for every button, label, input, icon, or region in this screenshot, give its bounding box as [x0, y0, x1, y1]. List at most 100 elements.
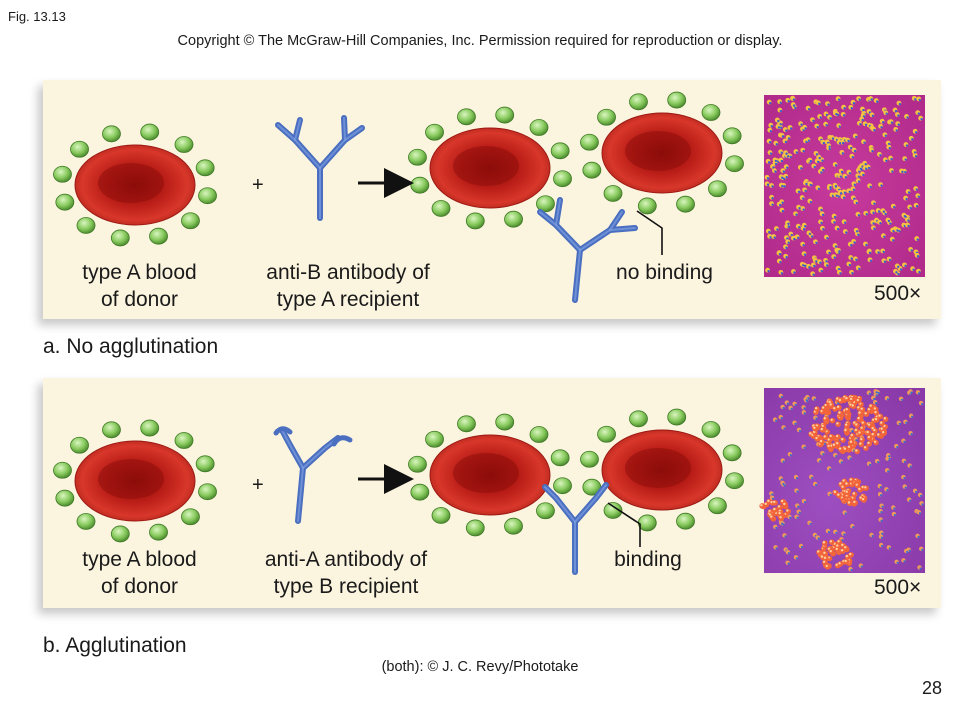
- antigen: [629, 410, 648, 428]
- donor-label-line1: type A blood: [82, 261, 197, 284]
- antibody-label: anti-B antibody of type A recipient: [248, 259, 448, 313]
- antigen: [410, 176, 430, 194]
- antigen: [70, 140, 89, 158]
- magnification-label: 500×: [874, 576, 922, 599]
- leader-line: [636, 210, 663, 255]
- antigen: [722, 127, 742, 145]
- antigen: [504, 210, 523, 228]
- antigen: [676, 195, 695, 213]
- antigen: [195, 455, 215, 473]
- antibody-label-line2: type B recipient: [273, 575, 419, 598]
- antigen: [195, 159, 215, 177]
- antigen: [676, 512, 695, 530]
- antigen: [550, 142, 570, 160]
- antigen: [553, 477, 572, 495]
- antigen: [425, 430, 444, 448]
- antigen: [425, 123, 444, 141]
- antigen: [597, 108, 616, 126]
- antigen: [140, 123, 160, 141]
- antigen: [553, 170, 572, 188]
- antigen: [582, 161, 602, 179]
- antigen: [580, 133, 599, 151]
- antigen: [76, 217, 96, 234]
- antigen: [465, 212, 485, 230]
- red-blood-cell: [580, 91, 744, 215]
- antigen: [708, 180, 727, 198]
- antigen: [431, 507, 451, 524]
- result-label: binding: [614, 548, 682, 571]
- antigen: [529, 119, 549, 136]
- antigen: [465, 519, 485, 537]
- antigen: [580, 450, 599, 468]
- antibody-label-line1: anti-A antibody of: [264, 548, 428, 571]
- antigen: [408, 148, 427, 166]
- donor-label: type A blood of donor: [62, 546, 217, 600]
- antigen: [701, 104, 721, 121]
- antigen: [603, 502, 623, 519]
- micrograph-agglutination: [759, 388, 925, 573]
- antigen: [637, 197, 657, 215]
- antigen: [722, 444, 742, 462]
- antigen: [457, 415, 476, 433]
- antigen: [536, 195, 555, 213]
- antigen: [53, 461, 72, 479]
- red-blood-cell: [53, 123, 217, 247]
- antigen: [102, 125, 121, 143]
- antigen: [431, 200, 451, 217]
- antigen: [110, 229, 130, 247]
- antibody-label-line2: type A recipient: [276, 288, 420, 311]
- antibody-label: anti-A antibody of type B recipient: [246, 546, 446, 600]
- copyright-notice: Copyright © The McGraw-Hill Companies, I…: [177, 33, 783, 49]
- antigen: [629, 93, 648, 111]
- antibody: [275, 115, 365, 221]
- antigen: [149, 523, 168, 541]
- antigen: [198, 187, 217, 205]
- donor-label-line2: of donor: [100, 288, 179, 311]
- photo-credit: (both): © J. C. Revy/Phototake: [381, 659, 579, 675]
- antigen: [708, 497, 727, 515]
- figure-label: Fig. 13.13: [8, 9, 66, 24]
- antigen: [174, 432, 194, 449]
- antigen: [457, 108, 476, 126]
- antigen: [181, 212, 200, 230]
- antigen: [410, 483, 430, 501]
- red-blood-cell: [408, 413, 572, 537]
- micrograph-no-agglutination: [764, 95, 925, 277]
- donor-label-line1: type A blood: [82, 548, 197, 571]
- leader-line: [607, 502, 641, 547]
- antigen: [110, 525, 130, 543]
- antigen: [667, 408, 687, 426]
- donor-label: type A blood of donor: [62, 259, 217, 313]
- antigen: [140, 419, 160, 437]
- antigen: [725, 472, 744, 490]
- caption-agglutination: b. Agglutination: [43, 634, 187, 657]
- result-label: no binding: [616, 261, 713, 284]
- red-blood-cell: [408, 106, 572, 230]
- page-number: 28: [921, 678, 942, 698]
- antigen: [701, 421, 721, 438]
- magnification-label: 500×: [874, 282, 922, 305]
- antigen: [55, 193, 75, 211]
- donor-label-line2: of donor: [100, 575, 179, 598]
- antigen: [408, 455, 427, 473]
- antigen: [529, 426, 549, 443]
- antigen: [198, 483, 217, 501]
- antigen: [149, 227, 168, 245]
- antigen: [504, 517, 523, 535]
- antigen: [603, 185, 623, 202]
- antigen: [102, 421, 121, 439]
- antigen: [70, 436, 89, 454]
- antigen: [637, 514, 657, 532]
- antibody-label-line1: anti-B antibody of: [266, 261, 430, 284]
- antigen: [55, 489, 75, 507]
- antigen: [597, 425, 616, 443]
- red-blood-cell: [580, 408, 744, 532]
- antibody: [279, 427, 341, 524]
- antigen: [550, 449, 570, 467]
- red-blood-cell: [53, 419, 217, 543]
- caption-no-agglutination: a. No agglutination: [43, 335, 219, 358]
- antigen: [76, 513, 96, 530]
- antigen: [667, 91, 687, 109]
- antibody: [542, 482, 609, 575]
